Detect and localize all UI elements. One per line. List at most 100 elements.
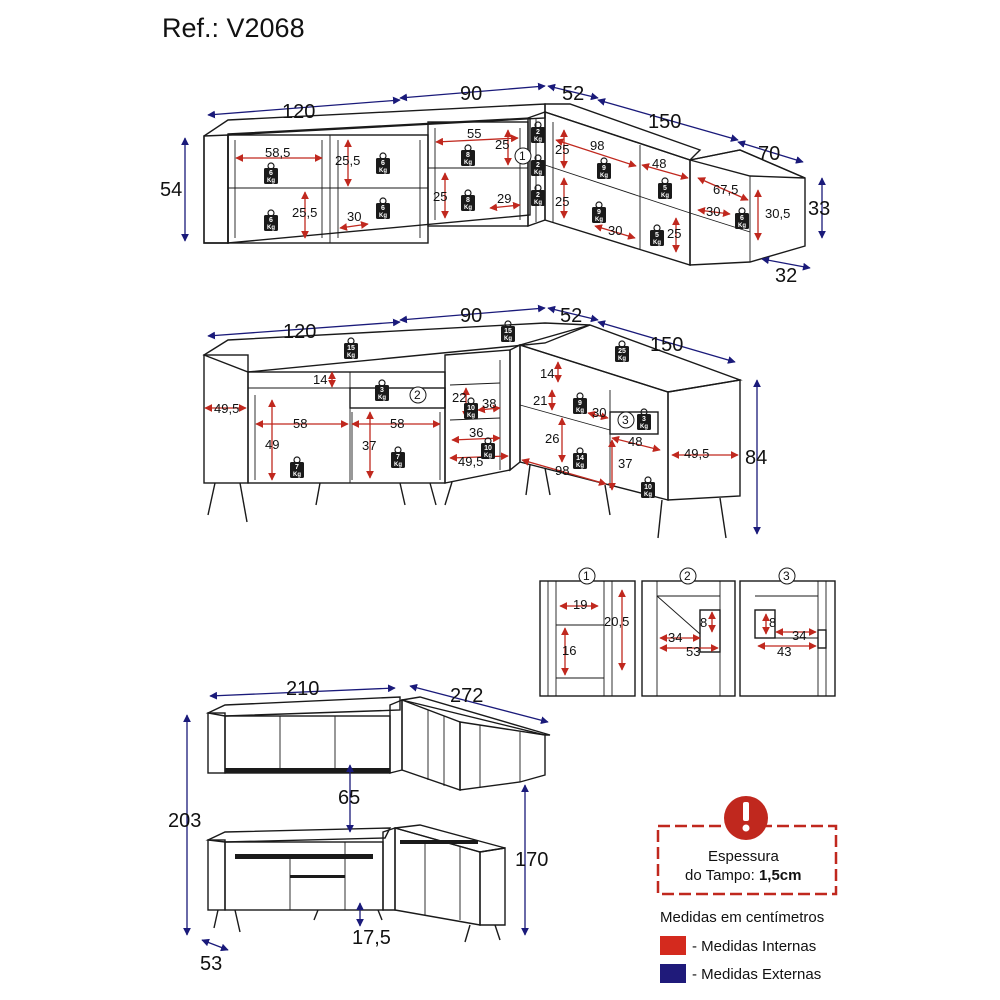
weight-unit: Kg: [644, 492, 652, 498]
weight-badge: 2Kg: [531, 184, 545, 206]
weight-badge-body: [501, 326, 515, 342]
weight-badge: 8Kg: [461, 144, 475, 166]
dim-int-25-5-b: 25,5: [292, 205, 317, 220]
weight-badge: 3Kg: [375, 379, 389, 401]
weight-value: 2: [536, 162, 540, 169]
weight-unit: Kg: [504, 336, 512, 342]
detail-panel-3: 3 8 34 43: [739, 567, 836, 697]
weight-badge-body: [290, 462, 304, 478]
dim-int-67-5: 67,5: [713, 182, 738, 197]
detail-2-dim-34: 34: [668, 630, 682, 645]
dim-int-49: 49: [265, 437, 279, 452]
weight-value: 5: [655, 232, 659, 239]
dim-int-30-lower: 30: [592, 405, 606, 420]
weight-badge-body: [597, 163, 611, 179]
weight-value: 7: [295, 464, 299, 471]
weight-value: 10: [644, 484, 652, 491]
weight-unit: Kg: [595, 217, 603, 223]
detail-3-id: 3: [783, 569, 790, 583]
note-line-1: Espessura: [708, 848, 780, 865]
detail-3-dim-43: 43: [777, 644, 791, 659]
weight-badge: 8Kg: [461, 189, 475, 211]
weight-value: 5: [663, 185, 667, 192]
dim-int-49-5-a: 49,5: [214, 401, 239, 416]
weight-unit: Kg: [534, 170, 542, 176]
dim-upper-33: 33: [808, 198, 830, 220]
assembly-dimensions: 210 272 203 65 170 17,5 53: [168, 678, 549, 975]
note-line-2-prefix: do Tampo:: [685, 867, 759, 884]
weight-value: 6: [269, 170, 273, 177]
dim-int-37-a: 37: [362, 438, 376, 453]
weight-badge: 2Kg: [531, 121, 545, 143]
weight-badge-body: [531, 160, 545, 176]
weight-value: 14: [576, 455, 584, 462]
dim-upper-52: 52: [562, 83, 584, 105]
upper-weight-badges: 6Kg6Kg6Kg6Kg8Kg8Kg2Kg2Kg2Kg9Kg9Kg5Kg5Kg6…: [264, 121, 749, 246]
weight-badge: 7Kg: [391, 446, 405, 468]
weight-value: 6: [740, 215, 744, 222]
callout-3-label: 3: [622, 413, 629, 427]
weight-badge-body: [637, 414, 651, 430]
weight-badge-body: [375, 385, 389, 401]
weight-unit: Kg: [267, 225, 275, 231]
weight-value: 6: [269, 217, 273, 224]
weight-badge-body: [615, 346, 629, 362]
weight-unit: Kg: [661, 193, 669, 199]
dim-assembly-170: 170: [515, 849, 548, 871]
weight-value: 6: [381, 160, 385, 167]
weight-value: 10: [467, 405, 475, 412]
lower-internal-dimensions: 14 49,5 58 49 58 37 22 38 36 49,5 14 21 …: [204, 361, 739, 491]
detail-2-id: 2: [684, 569, 691, 583]
weight-badge-body: [264, 215, 278, 231]
dim-int-38: 38: [482, 396, 496, 411]
legend-title: Medidas em centímetros: [660, 909, 824, 926]
legend-swatch-internal: [660, 936, 686, 955]
weight-value: 9: [602, 165, 606, 172]
dim-int-30-c: 30: [706, 204, 720, 219]
dim-lower-90: 90: [460, 305, 482, 327]
weight-badge: 6Kg: [264, 162, 278, 184]
dim-int-29: 29: [497, 191, 511, 206]
dim-int-48-lower: 48: [628, 434, 642, 449]
weight-value: 3: [380, 387, 384, 394]
weight-badge: 5Kg: [658, 177, 672, 199]
weight-unit: Kg: [379, 213, 387, 219]
detail-panel-1: 1 19 20,5 16: [539, 567, 636, 697]
detail-2-dim-53: 53: [686, 644, 700, 659]
detail-1-dim-20-5: 20,5: [604, 614, 629, 629]
weight-value: 25: [618, 348, 626, 355]
note-line-2-value: 1,5cm: [759, 867, 802, 884]
legend-label-internal: - Medidas Internas: [692, 938, 816, 955]
dim-upper-90: 90: [460, 83, 482, 105]
weight-value: 15: [347, 345, 355, 352]
weight-badge: 9Kg: [597, 157, 611, 179]
legend-label-external: - Medidas Externas: [692, 966, 821, 983]
detail-1-id: 1: [583, 569, 590, 583]
dim-assembly-272: 272: [450, 685, 483, 707]
weight-unit: Kg: [600, 173, 608, 179]
weight-value: 7: [396, 454, 400, 461]
weight-unit: Kg: [484, 453, 492, 459]
weight-unit: Kg: [576, 408, 584, 414]
weight-badge: 2Kg: [531, 154, 545, 176]
dim-int-14-b: 14: [540, 366, 554, 381]
dim-assembly-203: 203: [168, 810, 201, 832]
weight-value: 9: [597, 209, 601, 216]
dim-lower-120: 120: [283, 321, 316, 343]
weight-badge: 3Kg: [637, 408, 651, 430]
weight-unit: Kg: [464, 160, 472, 166]
dim-int-14-a: 14: [313, 372, 327, 387]
weight-badge-body: [531, 127, 545, 143]
weight-badge: 6Kg: [376, 197, 390, 219]
weight-badge: 6Kg: [264, 209, 278, 231]
weight-unit: Kg: [347, 353, 355, 359]
dim-int-49-5-c: 49,5: [684, 446, 709, 461]
legend-swatch-external: [660, 964, 686, 983]
weight-unit: Kg: [534, 200, 542, 206]
weight-value: 15: [504, 328, 512, 335]
